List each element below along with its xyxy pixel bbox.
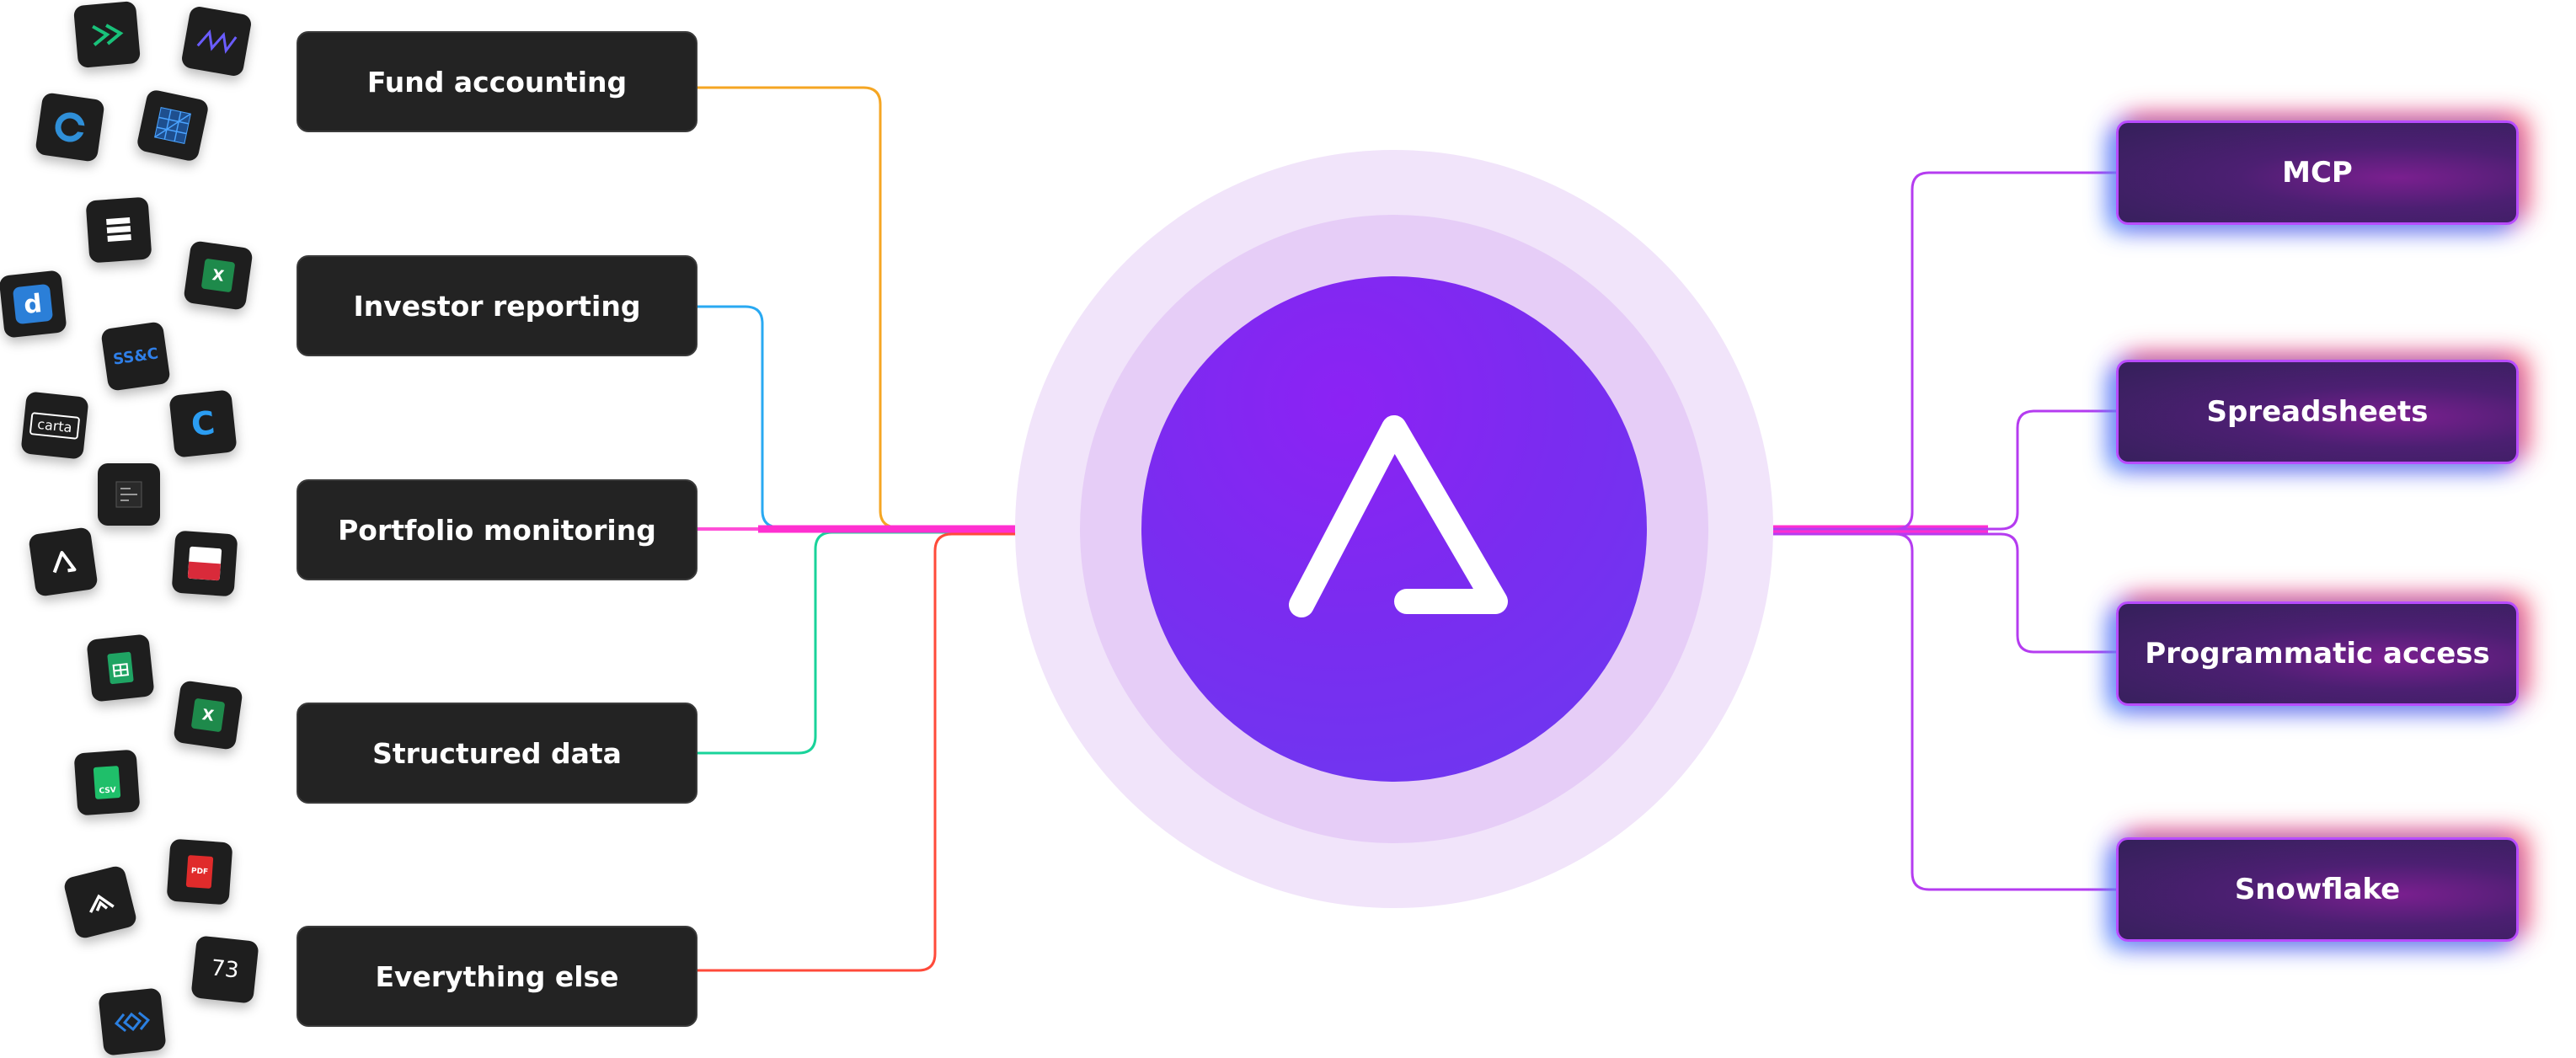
document-lines-icon bbox=[98, 463, 160, 526]
chevron-logo-icon bbox=[62, 864, 138, 940]
category-everything-else: Everything else bbox=[297, 926, 697, 1027]
csv-file-icon: CSV bbox=[73, 749, 141, 816]
grid-logo-icon bbox=[136, 88, 210, 163]
excel-icon: X bbox=[183, 240, 254, 311]
zigzag-logo-icon bbox=[180, 5, 253, 77]
output-label: Spreadsheets bbox=[2206, 395, 2429, 429]
category-label: Investor reporting bbox=[353, 289, 641, 323]
arrow-logo-icon bbox=[72, 0, 142, 69]
category-label: Fund accounting bbox=[366, 65, 628, 99]
ssc-logo-icon: SS&C bbox=[100, 321, 171, 392]
connector-structured-data bbox=[697, 531, 1137, 755]
connector-programmatic-access bbox=[1634, 532, 2116, 654]
hub-core bbox=[1141, 276, 1647, 782]
output-snowflake: Snowflake bbox=[2116, 837, 2519, 942]
seventy-three-logo-icon: 73 bbox=[190, 935, 259, 1004]
stacked-bars-logo-icon bbox=[85, 196, 152, 264]
category-fund-accounting: Fund accounting bbox=[297, 31, 697, 132]
category-investor-reporting: Investor reporting bbox=[297, 255, 697, 356]
c-circle-logo-icon bbox=[35, 92, 105, 163]
connector-snowflake bbox=[1634, 532, 2116, 891]
d-logo-icon: d bbox=[0, 270, 67, 339]
double-chevron-logo-icon bbox=[98, 987, 167, 1056]
logo-triangle-icon bbox=[1289, 415, 1508, 617]
google-sheets-icon bbox=[86, 633, 155, 703]
connector-everything-else bbox=[697, 532, 1137, 972]
connector-spreadsheets bbox=[1634, 409, 2116, 531]
output-label: MCP bbox=[2282, 156, 2353, 190]
category-portfolio-monitoring: Portfolio monitoring bbox=[297, 479, 697, 580]
excel-icon: X bbox=[173, 680, 243, 751]
c-logo-icon: C bbox=[168, 389, 238, 458]
pdf-file-icon: PDF bbox=[166, 838, 233, 906]
output-programmatic-access: Programmatic access bbox=[2116, 601, 2519, 706]
triangle-logo-icon bbox=[28, 526, 99, 597]
category-label: Portfolio monitoring bbox=[338, 513, 656, 547]
output-spreadsheets: Spreadsheets bbox=[2116, 360, 2519, 464]
output-mcp: MCP bbox=[2116, 120, 2519, 225]
category-label: Structured data bbox=[372, 736, 622, 770]
carta-logo-icon: carta bbox=[20, 391, 89, 460]
output-label: Programmatic access bbox=[2145, 637, 2490, 671]
output-label: Snowflake bbox=[2234, 873, 2401, 906]
red-white-logo-icon bbox=[171, 530, 238, 597]
category-structured-data: Structured data bbox=[297, 703, 697, 804]
category-label: Everything else bbox=[375, 959, 619, 993]
